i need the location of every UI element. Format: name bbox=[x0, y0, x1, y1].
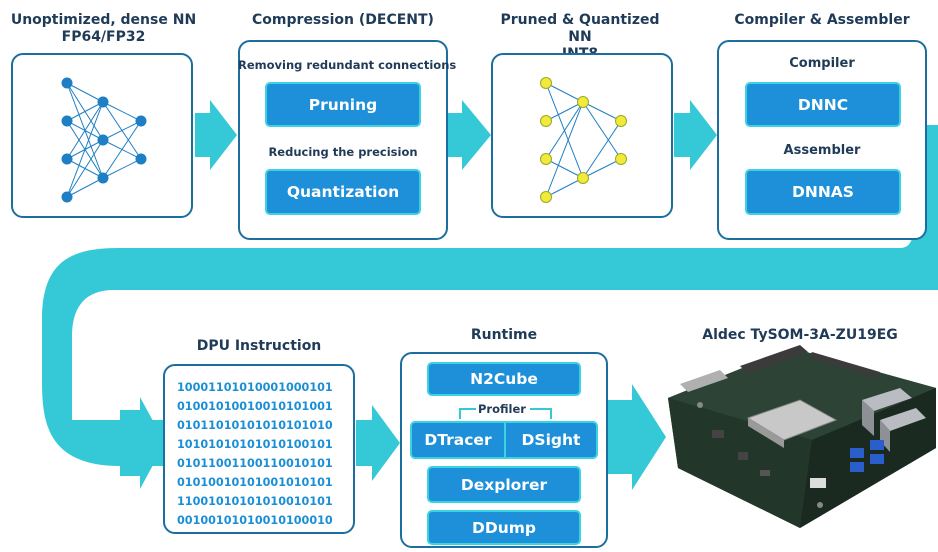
flow-arrow-5 bbox=[356, 405, 400, 481]
stage4-title: Compiler & Assembler bbox=[734, 12, 910, 28]
nn-node bbox=[135, 115, 147, 127]
nn-node bbox=[61, 115, 73, 127]
flow-arrow-1 bbox=[195, 100, 237, 170]
bit-row: 00100101010010100010 bbox=[177, 514, 333, 527]
ddump-button: DDump bbox=[427, 510, 581, 545]
dsight-button: DSight bbox=[504, 421, 598, 459]
nn-node bbox=[540, 191, 552, 203]
nn-node bbox=[540, 77, 552, 89]
pruned-nn-graph bbox=[540, 77, 627, 203]
stage7-title: Aldec TySOM-3A-ZU19EG bbox=[702, 327, 898, 343]
quantization-caption: Reducing the precision bbox=[268, 145, 418, 159]
dtracer-button: DTracer bbox=[410, 421, 506, 459]
pruning-button: Pruning bbox=[265, 82, 421, 127]
nn-node bbox=[61, 77, 73, 89]
n2cube-button: N2Cube bbox=[427, 362, 581, 396]
assembler-caption: Assembler bbox=[783, 143, 861, 158]
dpu-bitstream: 10001101010001000101 0100101001001010100… bbox=[177, 378, 367, 530]
nn-node bbox=[135, 153, 147, 165]
nn-node bbox=[540, 115, 552, 127]
nn-node bbox=[97, 172, 109, 184]
quantization-button: Quantization bbox=[265, 169, 421, 215]
stage5-title: DPU Instruction bbox=[196, 338, 322, 354]
nn-node bbox=[615, 115, 627, 127]
dnnc-button: DNNC bbox=[745, 82, 901, 127]
pruned-nn-panel bbox=[491, 53, 673, 218]
flow-arrow-6 bbox=[606, 384, 666, 490]
nn-node bbox=[97, 134, 109, 146]
dexplorer-button: Dexplorer bbox=[427, 466, 581, 503]
pruning-caption: Removing redundant connections bbox=[238, 58, 457, 72]
nn-node bbox=[577, 96, 589, 108]
nn-node bbox=[540, 153, 552, 165]
stage1-title: Unoptimized, dense NN FP64/FP32 bbox=[10, 12, 197, 45]
bit-row: 01011010101010101010 bbox=[177, 419, 333, 432]
dpu-instruction-panel bbox=[163, 364, 355, 534]
profiler-label: Profiler bbox=[478, 402, 526, 416]
dense-nn-graph bbox=[61, 77, 147, 203]
nn-node bbox=[577, 172, 589, 184]
compiler-caption: Compiler bbox=[789, 56, 855, 71]
flow-arrow-3 bbox=[674, 100, 717, 170]
flow-arrow-4 bbox=[120, 397, 165, 489]
flow-arrow-2 bbox=[446, 100, 491, 170]
dnnas-button: DNNAS bbox=[745, 169, 901, 215]
bit-row: 11001010101010010101 bbox=[177, 495, 333, 508]
nn-node bbox=[61, 191, 73, 203]
bit-row: 01001010010010101001 bbox=[177, 400, 333, 413]
nn-node bbox=[61, 153, 73, 165]
dense-nn-panel bbox=[11, 53, 193, 218]
bit-row: 01011001100110010101 bbox=[177, 457, 333, 470]
stage2-title: Compression (DECENT) bbox=[252, 12, 434, 28]
bit-row: 10001101010001000101 bbox=[177, 381, 333, 394]
stage6-title: Runtime bbox=[470, 327, 538, 343]
bit-row: 01010010101001010101 bbox=[177, 476, 333, 489]
nn-node bbox=[615, 153, 627, 165]
bit-row: 10101010101010100101 bbox=[177, 438, 333, 451]
nn-node bbox=[97, 96, 109, 108]
